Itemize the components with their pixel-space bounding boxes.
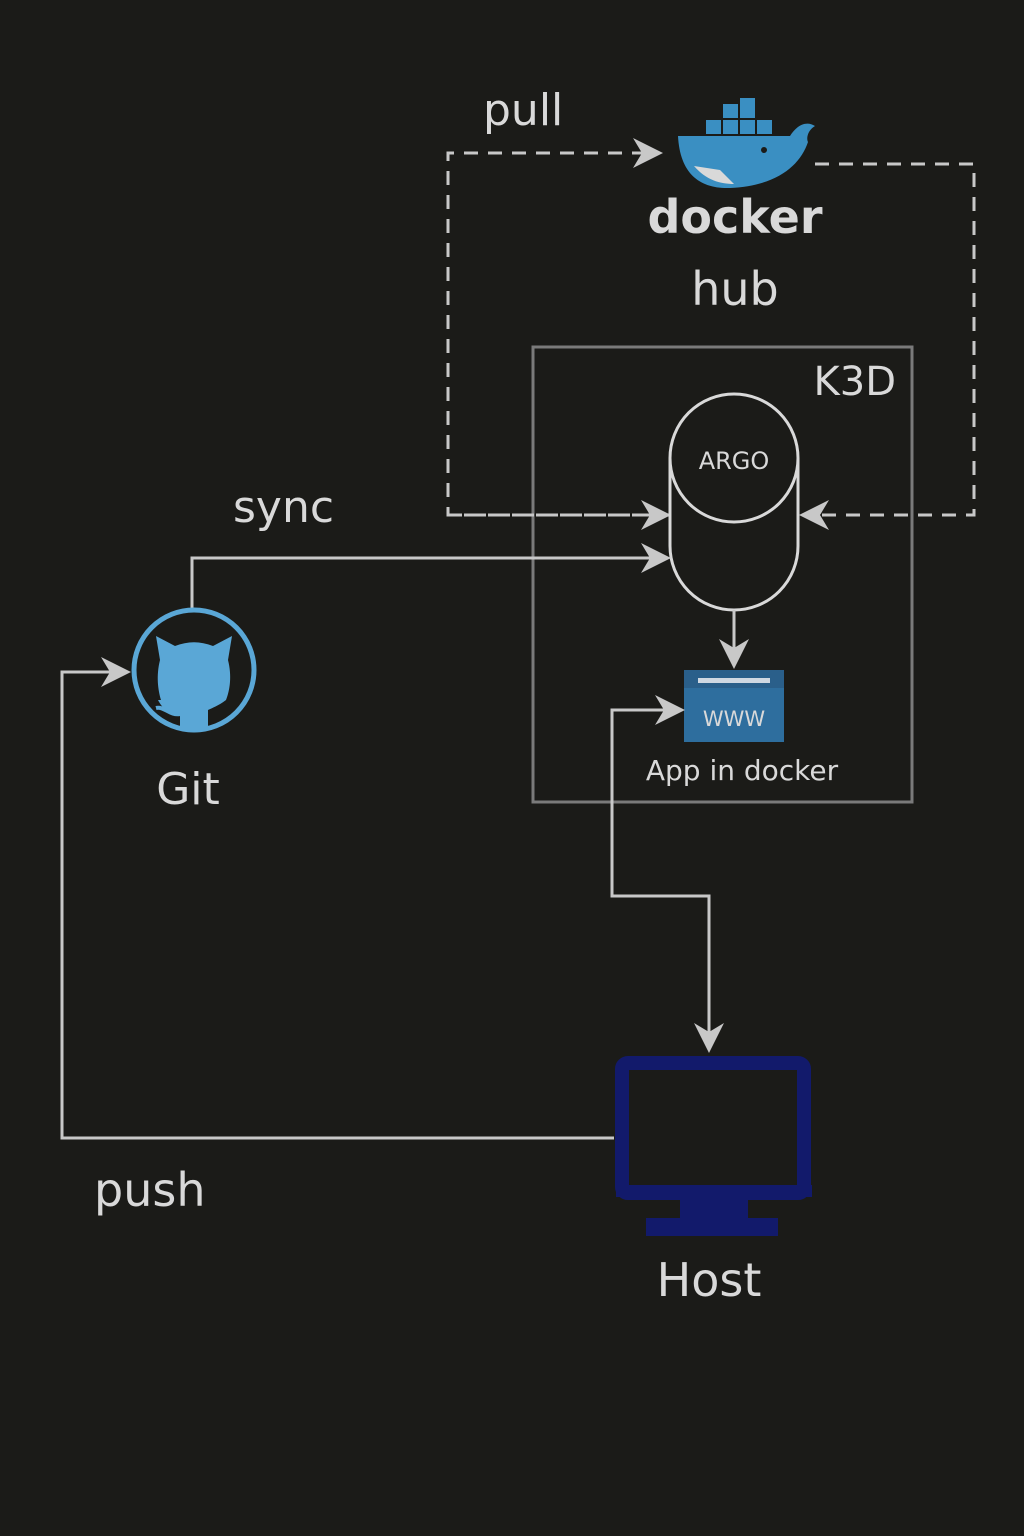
cluster-label: K3D bbox=[814, 359, 896, 405]
github-octocat-icon bbox=[131, 607, 257, 733]
app-label: App in docker bbox=[646, 754, 839, 787]
browser-window-icon bbox=[684, 670, 784, 742]
sync-label: sync bbox=[233, 482, 334, 533]
pull-label: pull bbox=[483, 85, 563, 136]
git-label: Git bbox=[156, 764, 220, 815]
pull-arrow-top bbox=[446, 138, 670, 517]
pull-arrow-right bbox=[799, 162, 976, 530]
push-arrow bbox=[60, 657, 614, 1140]
host-label: Host bbox=[657, 1253, 762, 1307]
docker-wordmark: docker bbox=[647, 190, 822, 244]
www-label: WWW bbox=[703, 707, 766, 731]
k3d-cluster-frame bbox=[531, 345, 914, 804]
argo-label: ARGO bbox=[699, 447, 770, 475]
hub-label: hub bbox=[691, 262, 779, 316]
docker-whale-icon bbox=[678, 98, 815, 189]
sync-arrow bbox=[190, 543, 671, 612]
push-label: push bbox=[94, 1163, 205, 1217]
argo-cylinder-icon bbox=[668, 392, 800, 612]
monitor-icon bbox=[615, 1056, 812, 1236]
